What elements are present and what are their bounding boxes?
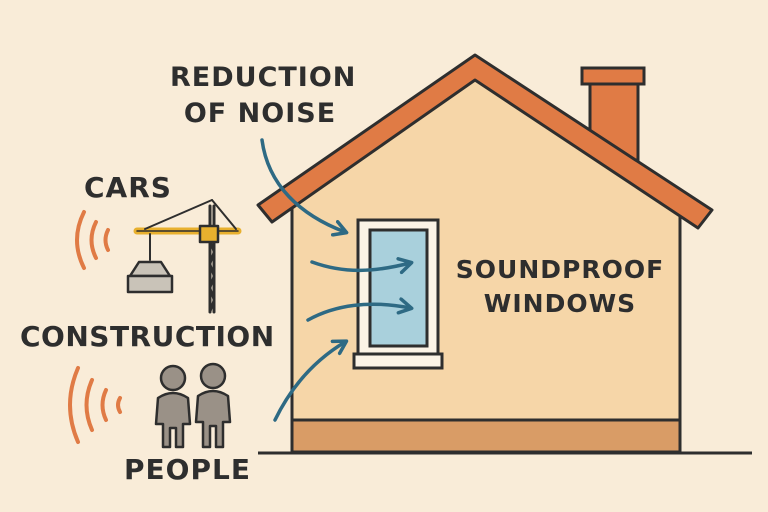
crane-icon bbox=[126, 199, 242, 314]
people-label: PEOPLE bbox=[124, 453, 251, 486]
arrow-icon bbox=[260, 138, 349, 237]
reduction-of-noise-line2: OF NOISE bbox=[183, 98, 337, 129]
soundproof-windows-line2: WINDOWS bbox=[483, 289, 637, 318]
person-icon bbox=[194, 362, 232, 449]
sound-wave-icon bbox=[75, 210, 110, 270]
soundproof-windows-label: SOUNDPROOF WINDOWS bbox=[450, 253, 670, 321]
soundproof-windows-line1: SOUNDPROOF bbox=[455, 255, 665, 284]
construction-label: CONSTRUCTION bbox=[20, 320, 275, 353]
reduction-of-noise-line1: REDUCTION bbox=[170, 62, 357, 93]
noise-arrows bbox=[260, 138, 414, 422]
window-icon bbox=[352, 218, 444, 370]
reduction-of-noise-label: REDUCTION OF NOISE bbox=[170, 60, 357, 132]
person-icon bbox=[154, 364, 192, 449]
arrow-icon bbox=[306, 297, 414, 322]
sound-wave-icon bbox=[68, 366, 122, 444]
arrow-icon bbox=[310, 257, 414, 275]
cars-label: CARS bbox=[84, 171, 172, 204]
arrow-icon bbox=[273, 339, 349, 422]
